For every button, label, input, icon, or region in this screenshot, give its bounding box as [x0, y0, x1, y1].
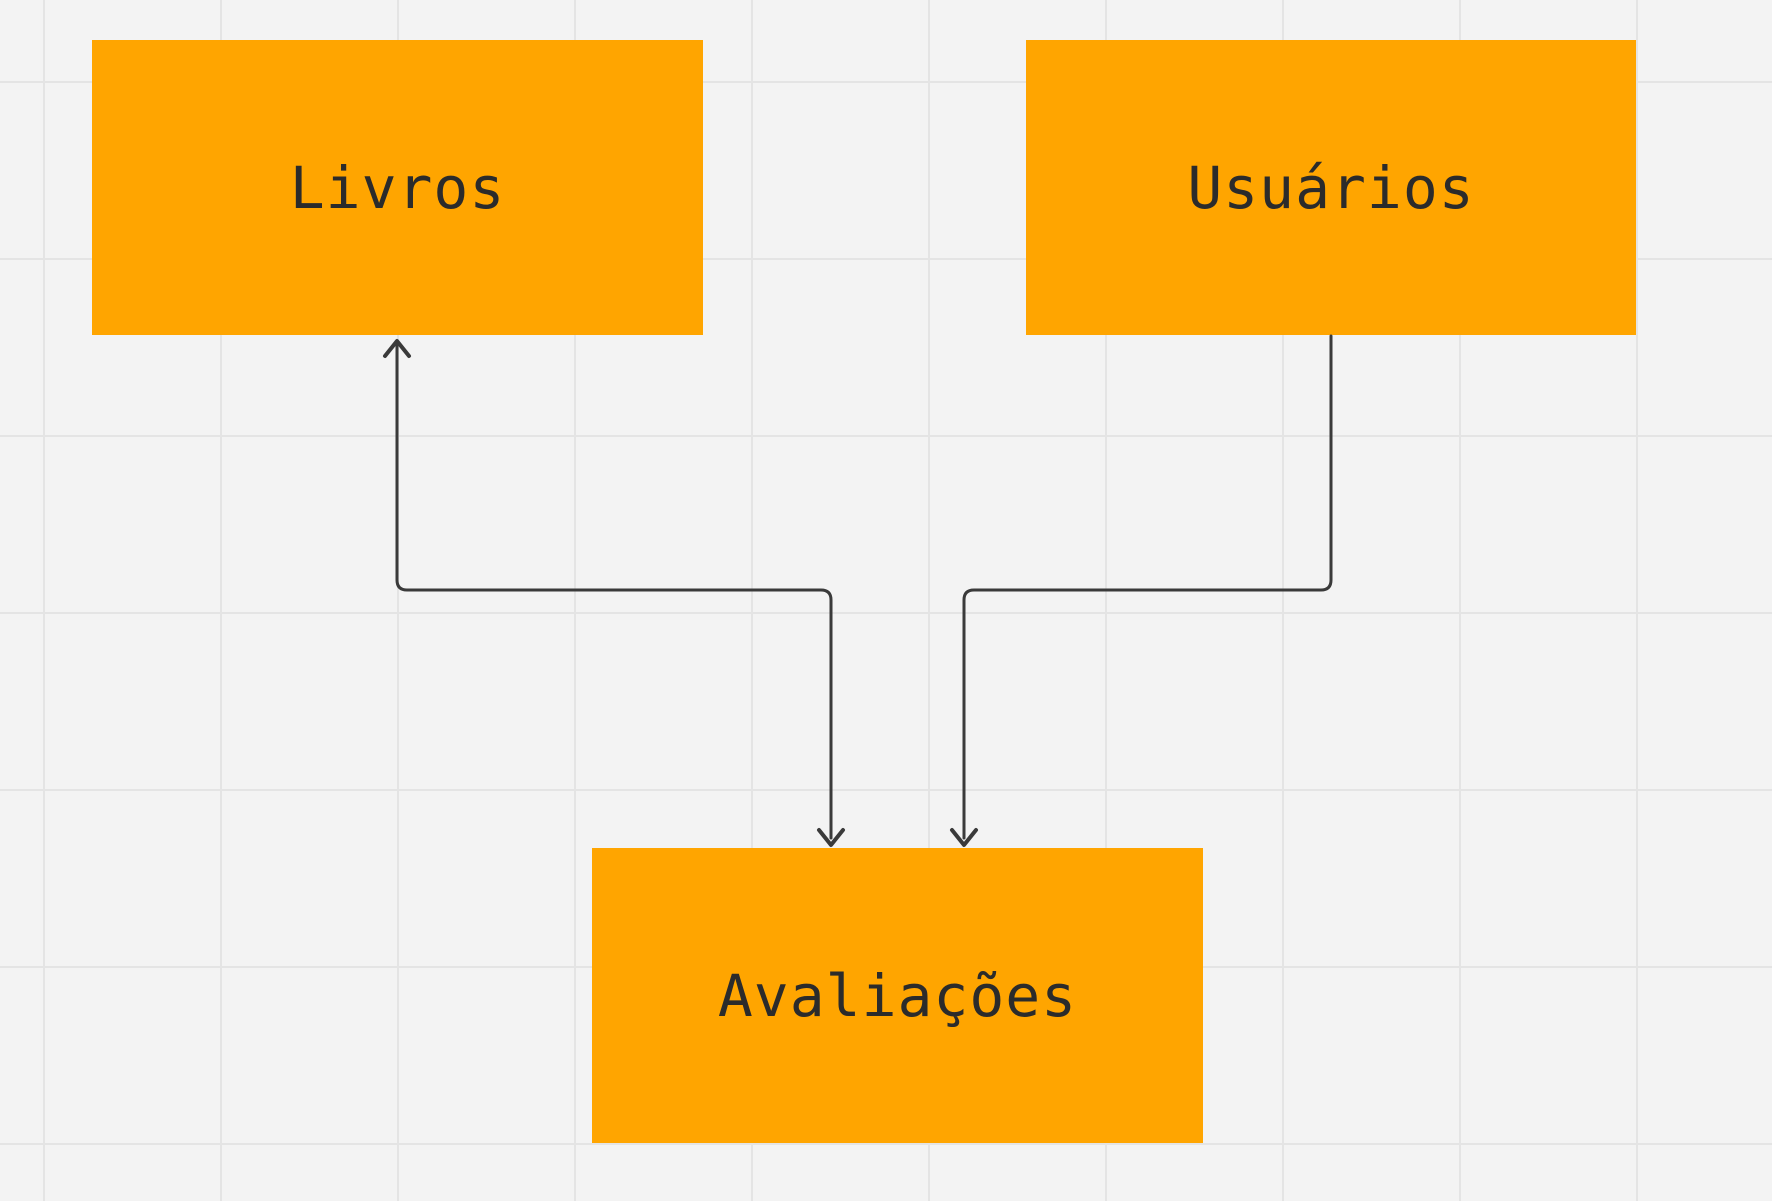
node-avaliacoes[interactable]: Avaliações [592, 848, 1203, 1143]
node-livros[interactable]: Livros [92, 40, 703, 335]
node-avaliacoes-label: Avaliações [717, 961, 1078, 1030]
node-usuarios[interactable]: Usuários [1026, 40, 1636, 335]
node-usuarios-label: Usuários [1187, 153, 1475, 222]
node-livros-label: Livros [289, 153, 506, 222]
